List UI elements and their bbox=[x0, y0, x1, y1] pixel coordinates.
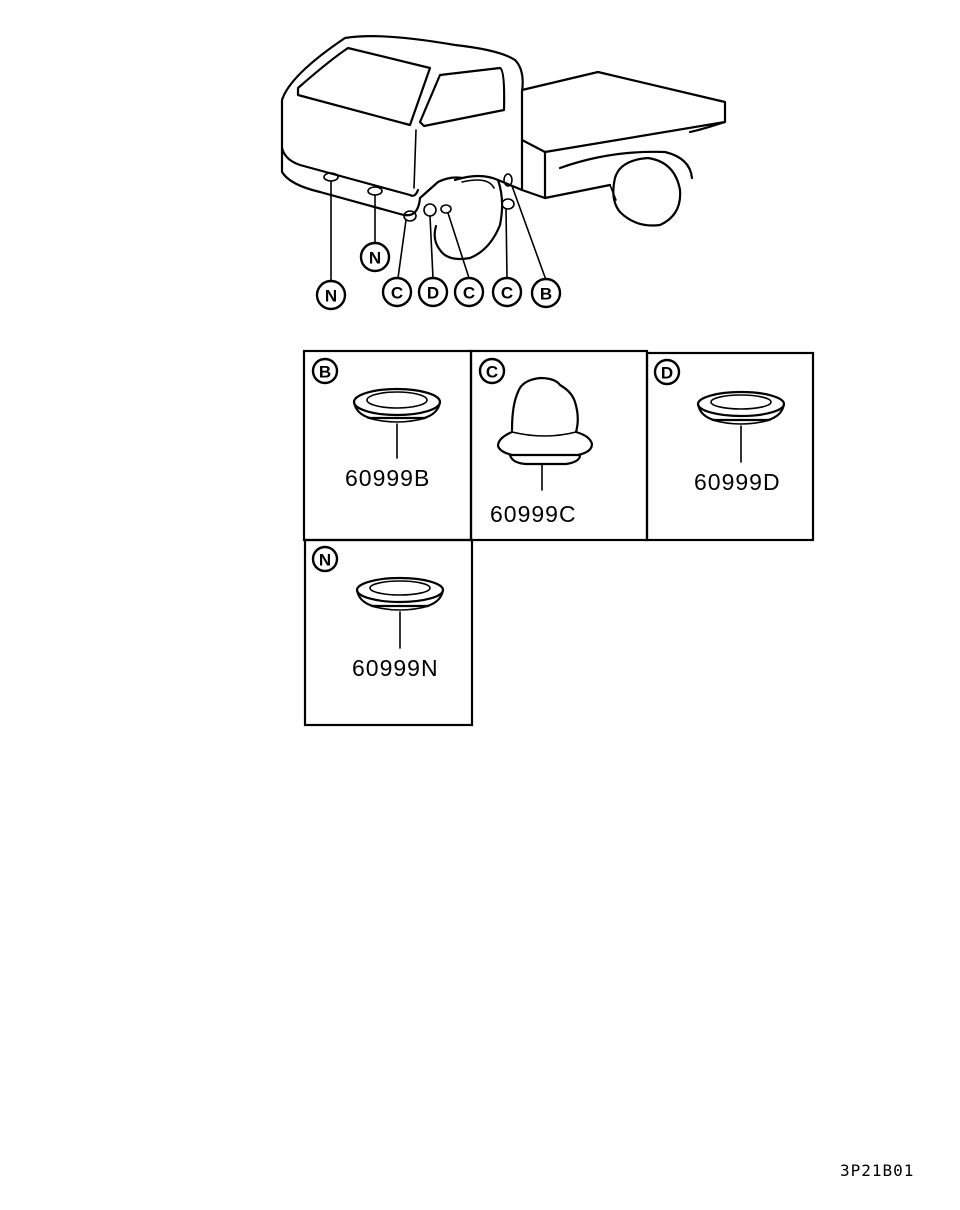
panel-d: D 60999D bbox=[645, 351, 815, 542]
grommet-c-icon bbox=[496, 376, 594, 466]
callout-leaders bbox=[330, 180, 547, 281]
callout-label: N bbox=[369, 249, 381, 268]
panel-b: B 60999B bbox=[302, 349, 473, 542]
callout-label: C bbox=[463, 284, 475, 303]
panel-b-label: B bbox=[319, 363, 331, 382]
callout-b: B bbox=[530, 277, 562, 309]
callout-label: D bbox=[427, 284, 439, 303]
panel-n-label: N bbox=[319, 551, 331, 570]
part-number-60999d: 60999D bbox=[694, 469, 781, 495]
truck-illustration bbox=[280, 35, 727, 261]
callout-n-2: N bbox=[359, 241, 391, 273]
part-number-60999b: 60999B bbox=[345, 465, 430, 491]
callout-c-2: C bbox=[453, 276, 485, 308]
callout-label: B bbox=[540, 285, 552, 304]
grommet-n-icon bbox=[355, 576, 445, 611]
panel-n: N 60999N bbox=[303, 538, 474, 727]
part-number-60999c: 60999C bbox=[490, 501, 577, 527]
callout-label: C bbox=[391, 284, 403, 303]
part-number-60999n: 60999N bbox=[352, 655, 439, 681]
callout-n-1: N bbox=[315, 279, 347, 311]
callout-label: N bbox=[325, 287, 337, 306]
grommet-d-icon bbox=[696, 390, 786, 425]
drawing-code: 3P21B01 bbox=[840, 1161, 914, 1180]
callout-c-3: C bbox=[491, 276, 523, 308]
panel-d-label: D bbox=[661, 364, 673, 383]
panel-c: C 60999C bbox=[469, 349, 649, 542]
callout-c-1: C bbox=[381, 276, 413, 308]
grommet-b-icon bbox=[352, 387, 442, 423]
panel-c-label: C bbox=[486, 363, 498, 382]
callout-label: C bbox=[501, 284, 513, 303]
callout-d: D bbox=[417, 276, 449, 308]
